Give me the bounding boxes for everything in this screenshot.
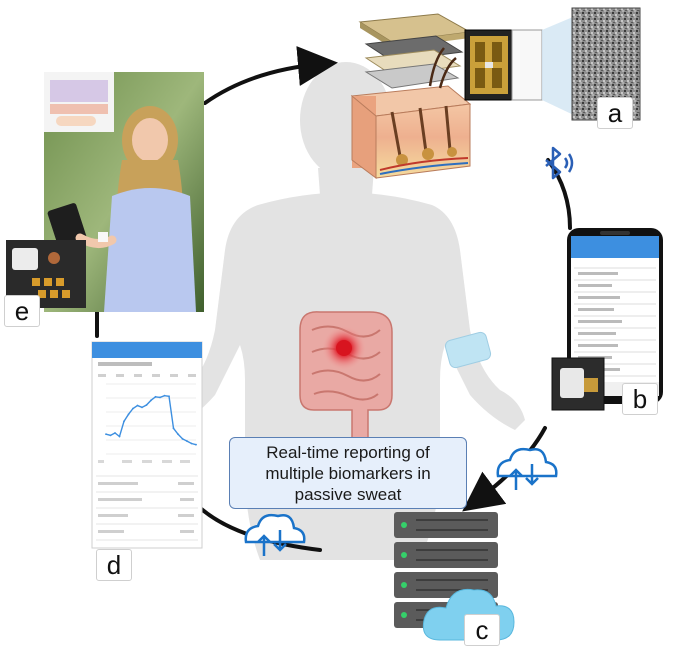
graph-point — [123, 420, 125, 423]
panel-label-c: c — [464, 614, 500, 646]
graph-point — [132, 407, 134, 410]
graph-point — [154, 395, 157, 398]
arrow-e-to-a — [203, 46, 338, 105]
graph-point — [195, 443, 197, 446]
graph-point — [150, 399, 152, 402]
panel-b-phone-app — [551, 228, 663, 411]
skin-cross-section — [350, 47, 472, 179]
graph-point — [141, 406, 143, 409]
panel-label-a: a — [597, 97, 633, 129]
intestine-illustration — [299, 311, 393, 441]
graph-point — [136, 404, 139, 407]
bluetooth-icon — [545, 146, 574, 180]
graph-point — [168, 395, 170, 398]
graph-point — [181, 437, 184, 440]
graph-gridlines — [106, 383, 196, 455]
panel-label-d: d — [96, 549, 132, 581]
sensor-layer-stack — [358, 13, 472, 89]
panel-a-sensor — [350, 7, 641, 179]
graph-point — [105, 433, 107, 436]
graph-point — [190, 442, 193, 445]
forearm-sweat-patch — [444, 331, 492, 369]
graph-point — [127, 413, 130, 416]
graph-point — [177, 433, 179, 436]
electrode-chip — [464, 14, 580, 118]
graph-point — [172, 427, 175, 430]
panel-d-graph-app — [91, 341, 203, 549]
diagram-caption: Real-time reporting of multiple biomarke… — [229, 437, 467, 509]
silhouette-neck — [318, 168, 374, 195]
panel-label-b: b — [622, 383, 658, 415]
user-dress — [104, 188, 196, 312]
graph-series — [105, 394, 197, 446]
cloud-upload-icon — [244, 513, 306, 556]
graph-point — [163, 394, 166, 397]
panel-e-user-photo — [6, 72, 204, 312]
panel-label-e: e — [4, 295, 40, 327]
graph-point — [159, 396, 161, 399]
graph-point — [114, 432, 116, 434]
graph-point — [109, 434, 112, 437]
cloud-sync-icon — [496, 447, 558, 490]
graph-point — [145, 404, 148, 406]
graph-point — [118, 435, 121, 438]
graph-point — [186, 440, 188, 443]
